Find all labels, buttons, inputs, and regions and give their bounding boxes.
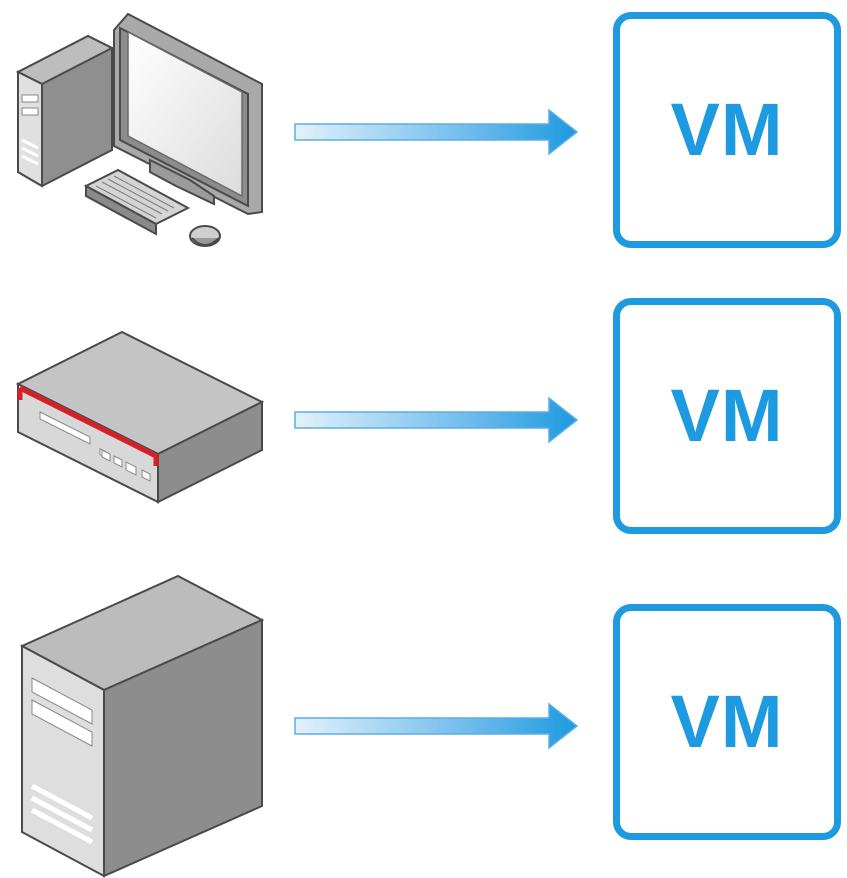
row-server: VM [0, 574, 847, 878]
network-appliance-icon [15, 330, 265, 504]
desktop-computer-icon [15, 12, 263, 247]
row-appliance: VM [0, 290, 847, 550]
tower-server-icon [19, 574, 265, 878]
arrow-right-icon [294, 702, 578, 750]
vm-box: VM [613, 298, 841, 534]
vm-label: VM [670, 679, 784, 763]
vm-box: VM [613, 604, 841, 840]
arrow-right-icon [294, 396, 578, 444]
row-desktop: VM [0, 0, 847, 260]
vm-label: VM [670, 87, 784, 171]
vm-box: VM [613, 12, 841, 248]
arrow-right-icon [294, 108, 578, 156]
vm-label: VM [670, 373, 784, 457]
